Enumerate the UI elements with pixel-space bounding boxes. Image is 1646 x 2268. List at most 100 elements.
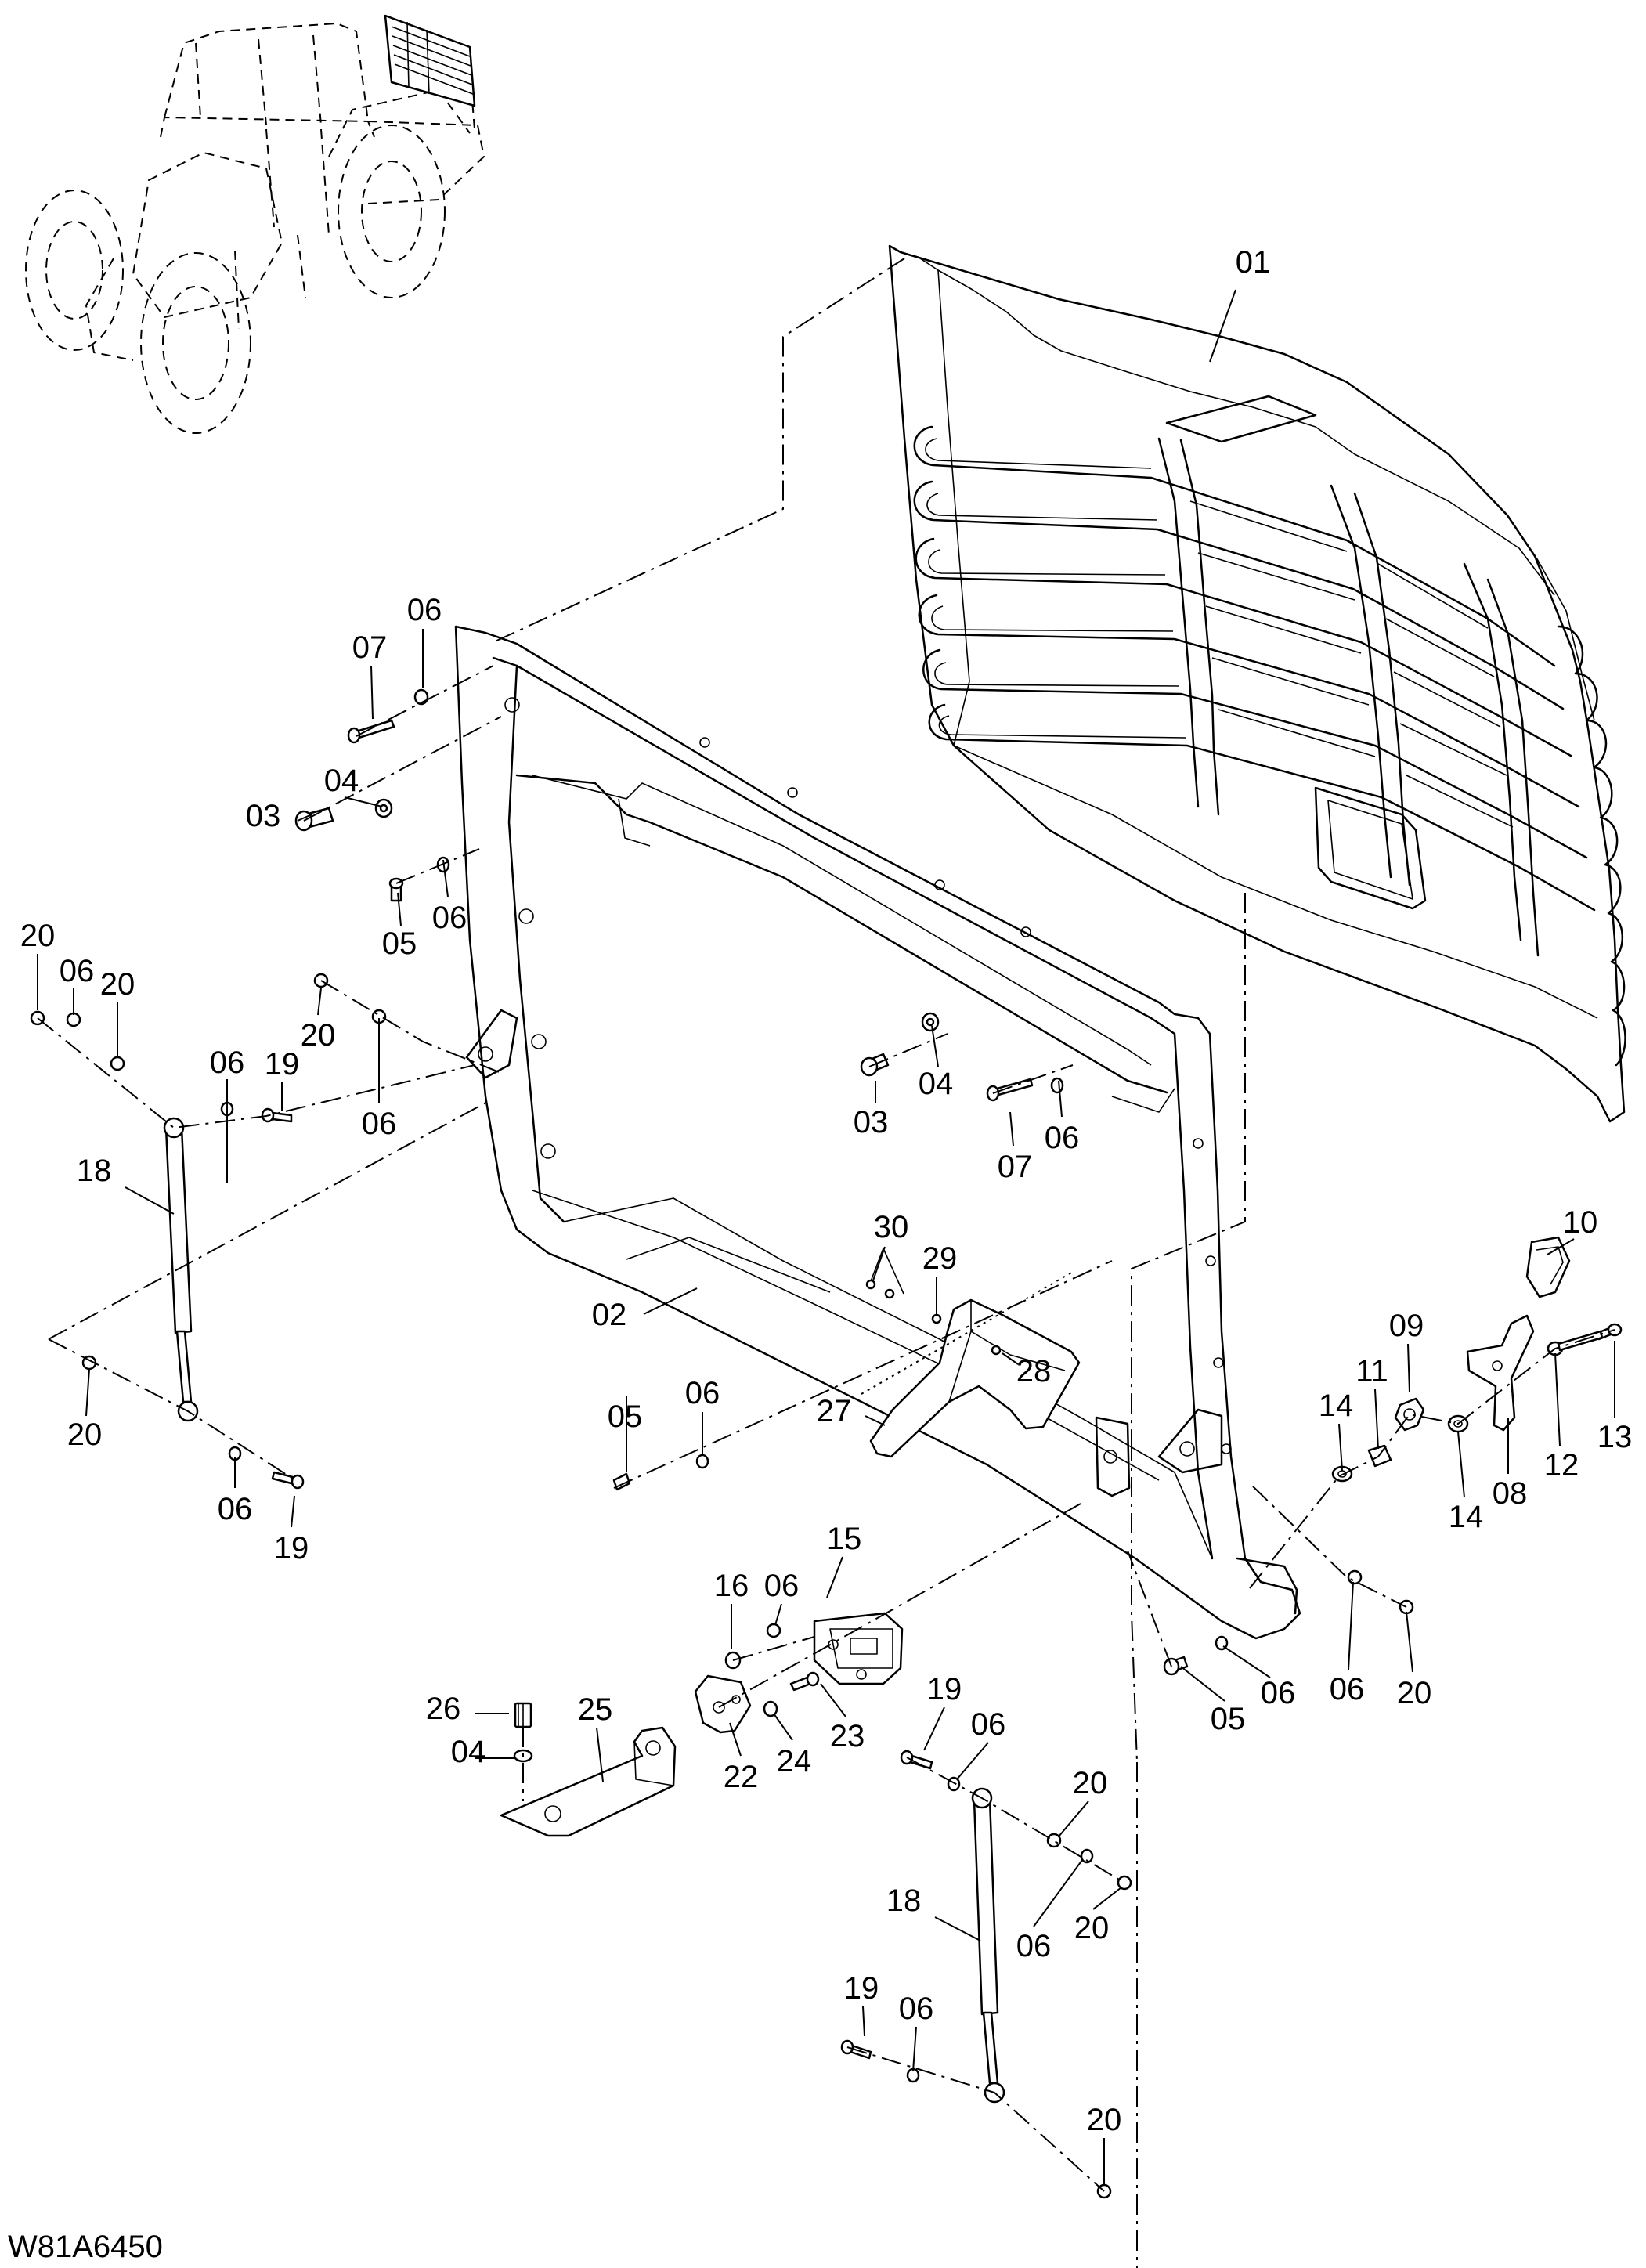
callout-11: 11	[1355, 1354, 1388, 1450]
callout-16: 16	[714, 1569, 749, 1649]
leader-line	[370, 665, 374, 720]
leader-line	[923, 1706, 945, 1751]
callout-label: 05	[382, 926, 417, 961]
callout-label: 11	[1355, 1354, 1388, 1389]
callout-06: 06	[1016, 1859, 1083, 1963]
callout-01: 01	[1209, 245, 1270, 363]
callout-label: 05	[1211, 1702, 1246, 1736]
leader-line	[1547, 1238, 1575, 1255]
callout-label: 18	[77, 1154, 112, 1188]
leader-line	[934, 1916, 981, 1941]
callout-label: 06	[432, 901, 467, 935]
leader-line	[865, 1415, 886, 1426]
callout-label: 14	[1319, 1389, 1354, 1423]
leader-line	[291, 1495, 295, 1528]
callout-04: 04	[919, 1025, 953, 1101]
callout-19: 19	[923, 1672, 962, 1751]
leader-line	[1407, 1343, 1410, 1393]
callout-19: 19	[265, 1047, 299, 1111]
callout-13: 13	[1597, 1341, 1633, 1454]
callout-24: 24	[773, 1713, 812, 1779]
callout-20: 20	[67, 1368, 102, 1452]
callout-06: 06	[432, 859, 467, 935]
callout-20: 20	[301, 988, 335, 1053]
callout-label: 05	[608, 1399, 643, 1434]
callout-06: 06	[60, 954, 94, 1015]
callout-label: 03	[854, 1105, 889, 1139]
latch-assembly	[813, 1612, 904, 1685]
callout-06: 06	[1045, 1080, 1079, 1155]
gas-strut-left	[163, 1117, 199, 1422]
callout-25: 25	[578, 1692, 612, 1782]
callout-28: 28	[1002, 1352, 1052, 1389]
callout-label: 20	[1087, 2103, 1122, 2137]
callout-23: 23	[820, 1683, 865, 1753]
callout-label: 24	[777, 1744, 812, 1779]
callout-label: 20	[1397, 1676, 1432, 1710]
callout-06: 06	[210, 1046, 245, 1183]
callout-06: 06	[1330, 1581, 1364, 1706]
callout-label: 04	[451, 1735, 486, 1769]
callout-label: 06	[407, 593, 442, 627]
leader-line	[1002, 1352, 1019, 1365]
callout-05: 05	[382, 892, 417, 961]
leader-line	[1406, 1611, 1413, 1673]
callout-04: 04	[451, 1735, 515, 1769]
leader-line	[317, 988, 322, 1016]
callout-12: 12	[1544, 1352, 1579, 1483]
callout-label: 13	[1597, 1420, 1633, 1454]
leader-line	[872, 1246, 886, 1281]
callout-label: 07	[998, 1150, 1033, 1184]
callout-layer: 0102030304040405050506060606060606060606…	[20, 245, 1633, 2185]
callout-label: 08	[1493, 1476, 1528, 1511]
leader-line	[1058, 1080, 1063, 1118]
callout-26: 26	[426, 1692, 509, 1726]
leader-line	[931, 1025, 939, 1067]
leader-line	[297, 814, 312, 822]
callout-30: 30	[872, 1210, 909, 1281]
leader-line	[1348, 1581, 1354, 1670]
callout-15: 15	[826, 1522, 862, 1598]
callout-18: 18	[77, 1154, 175, 1215]
callout-22: 22	[724, 1722, 758, 1794]
callout-label: 19	[844, 1971, 879, 2006]
callout-label: 16	[714, 1569, 749, 1603]
leader-line	[729, 1722, 742, 1757]
callout-30-pointer	[870, 1248, 904, 1295]
callout-label: 06	[971, 1707, 1006, 1742]
callout-label: 26	[426, 1692, 461, 1726]
leader-line	[862, 2006, 865, 2037]
callout-06: 06	[362, 1018, 396, 1141]
leader-line	[442, 859, 449, 897]
callout-label: 23	[830, 1719, 865, 1753]
grille-panel	[888, 244, 1626, 1123]
callout-label: 02	[592, 1298, 627, 1332]
assembly-lines	[37, 258, 1615, 2268]
leader-line	[1180, 1666, 1225, 1702]
leader-line	[774, 1603, 782, 1626]
callout-20: 20	[1058, 1766, 1107, 1837]
callout-label: 07	[352, 630, 388, 665]
callout-06: 06	[407, 593, 442, 688]
callout-label: 06	[764, 1569, 800, 1603]
leader-line	[1009, 1111, 1014, 1147]
callout-label: 30	[874, 1210, 909, 1244]
callout-06: 06	[899, 1992, 934, 2072]
callout-label: 15	[827, 1522, 862, 1556]
callout-label: 28	[1016, 1354, 1052, 1389]
callout-19: 19	[844, 1971, 879, 2037]
leader-line	[956, 1742, 989, 1780]
leader-line	[643, 1287, 698, 1315]
machine-overview-illustration	[25, 14, 485, 434]
leader-line	[826, 1556, 843, 1598]
callout-06: 06	[764, 1569, 800, 1626]
callout-label: 06	[899, 1992, 934, 2026]
callout-label: 20	[100, 967, 135, 1002]
callout-label: 06	[210, 1046, 245, 1080]
callout-07: 07	[998, 1111, 1033, 1184]
leader-line	[1457, 1431, 1465, 1498]
callout-label: 18	[886, 1883, 922, 1918]
mounting-plate	[500, 1726, 677, 1837]
bolt-26	[513, 1702, 533, 1763]
callout-label: 10	[1563, 1205, 1598, 1240]
